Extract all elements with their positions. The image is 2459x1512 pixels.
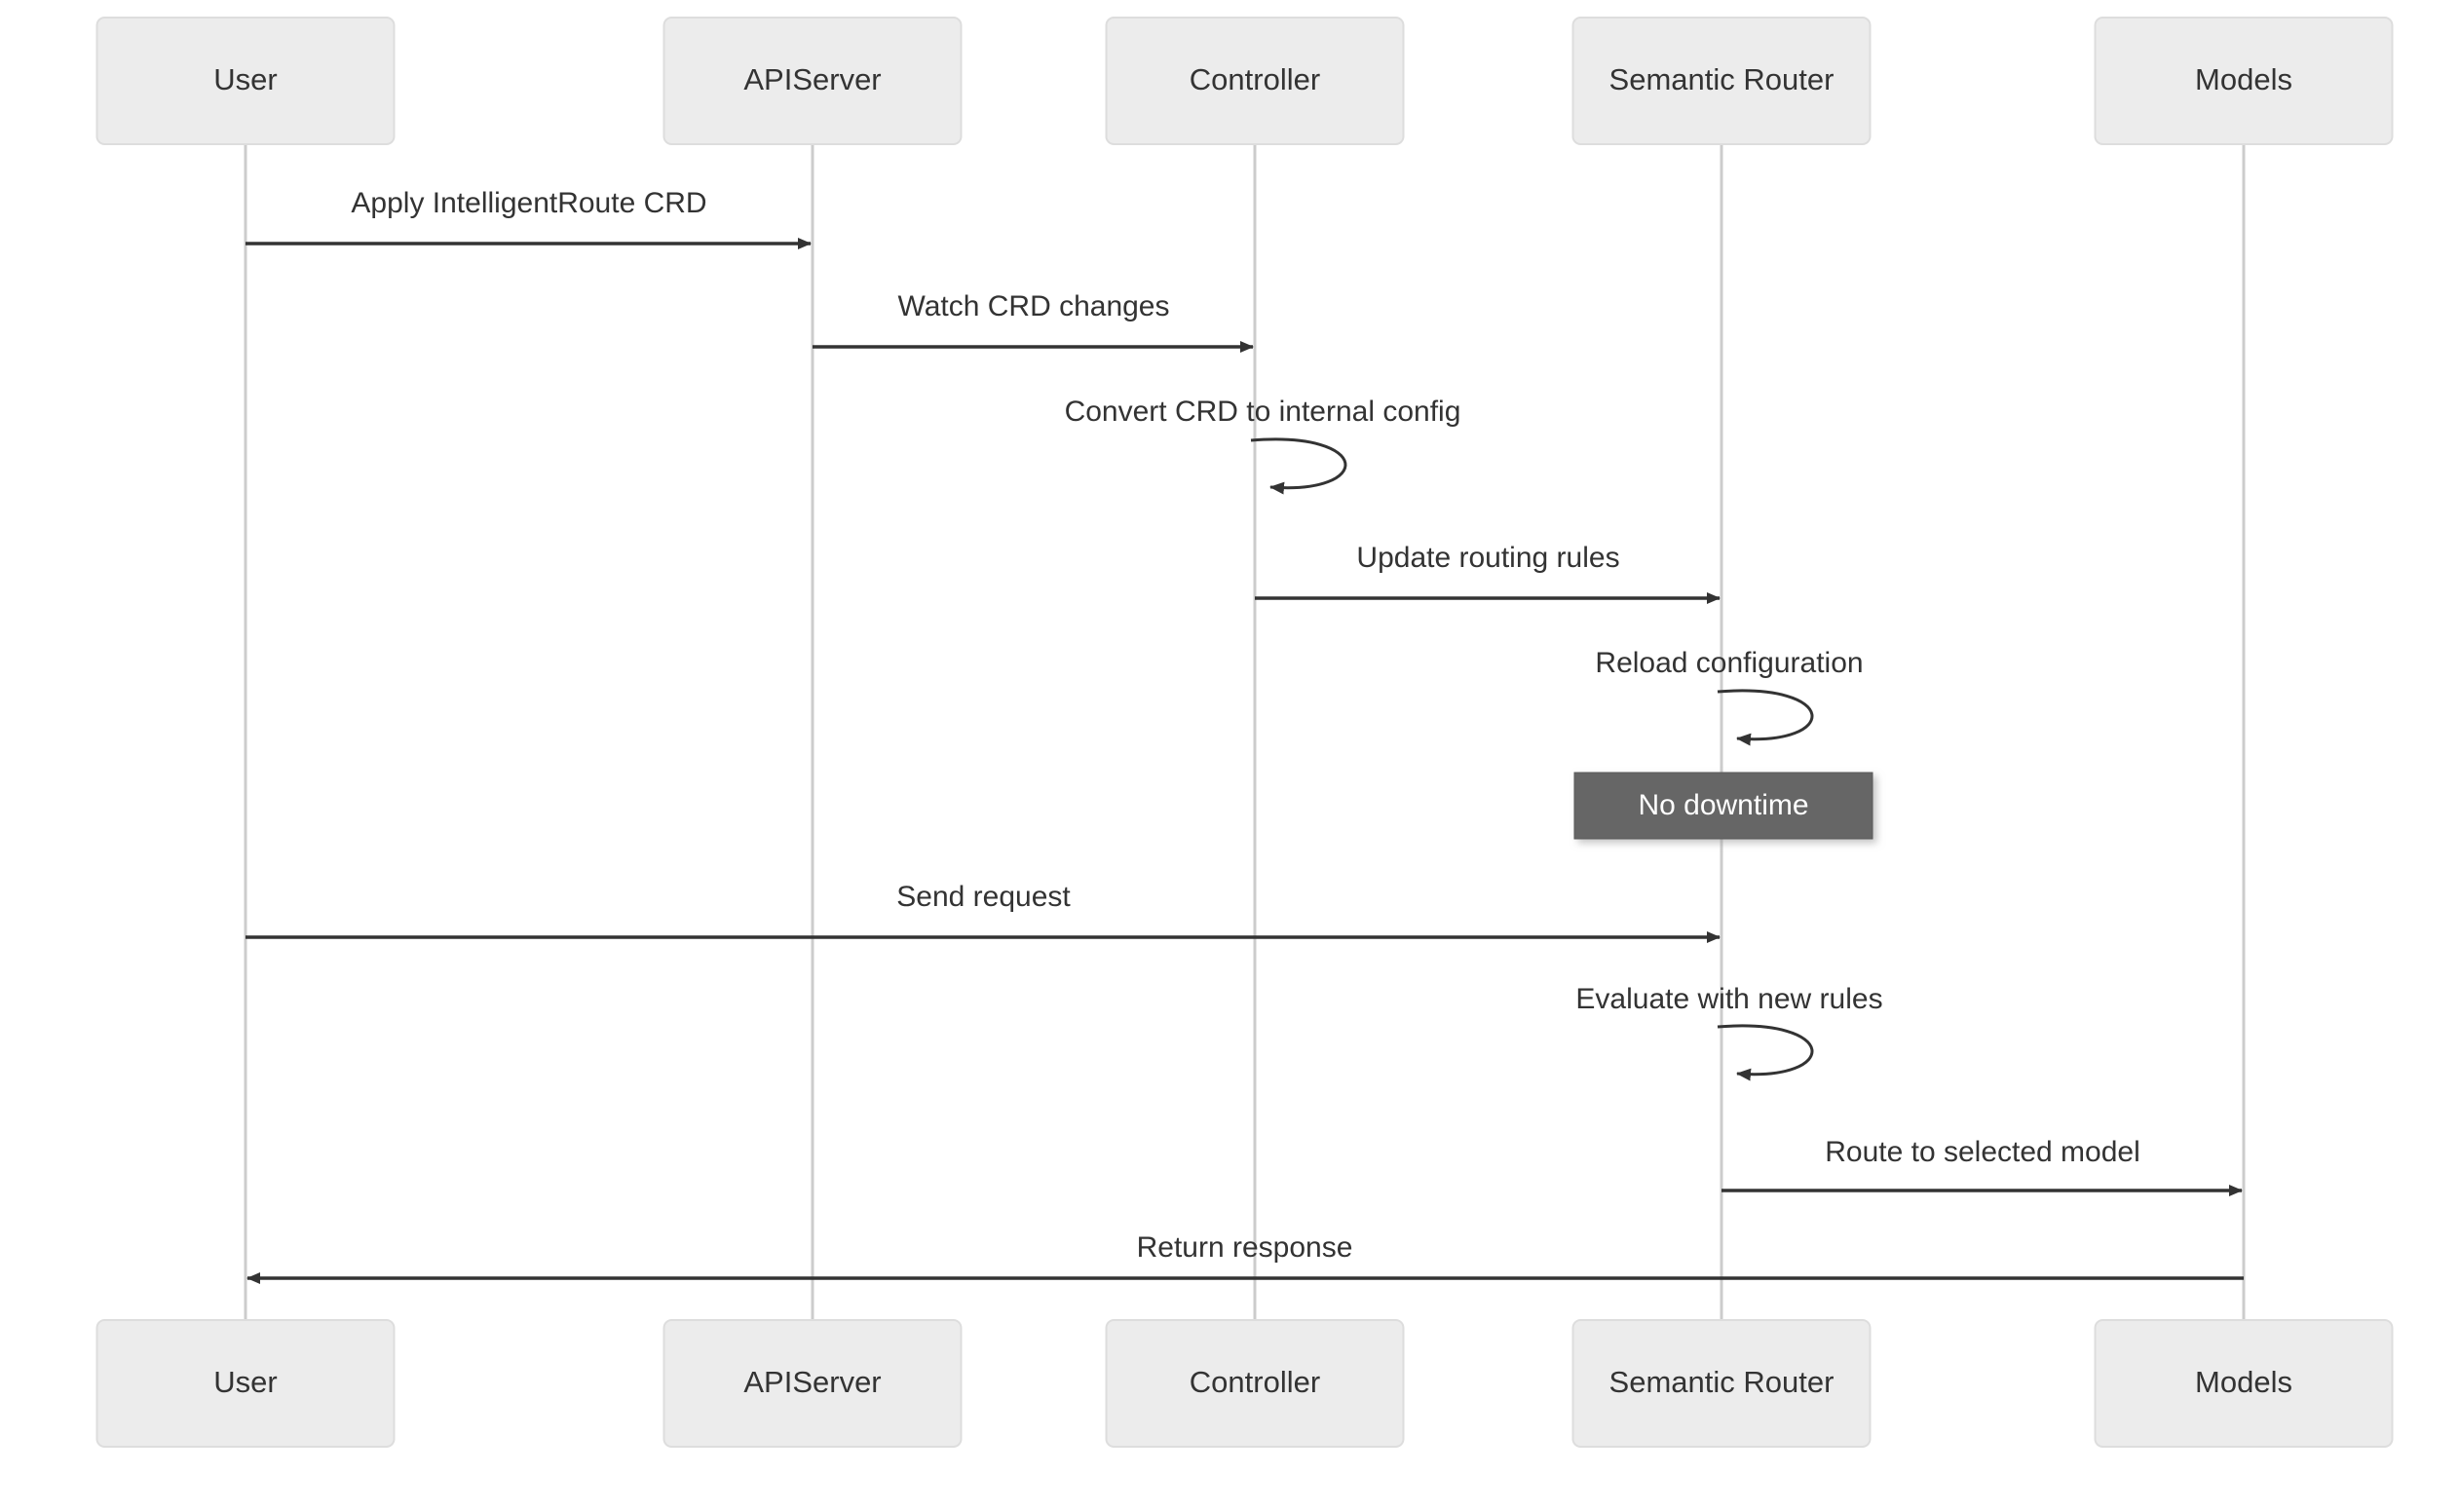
actor-label-router: Semantic Router (1609, 1365, 1835, 1399)
message-1-right[interactable]: Apply IntelligentRoute CRD (246, 187, 812, 249)
actor-box-bottom-router[interactable]: Semantic Router (1571, 1319, 1872, 1448)
message-3-self[interactable]: Convert CRD to internal config (1065, 396, 1461, 495)
actor-box-top-apiserver[interactable]: APIServer (662, 17, 963, 145)
self-loop-path (1250, 437, 1347, 495)
message-7-self[interactable]: Evaluate with new rules (1575, 983, 1883, 1081)
message-label: Apply IntelligentRoute CRD (351, 187, 706, 219)
notes-layer: No downtime (1573, 772, 1873, 840)
actor-label-user: User (213, 62, 277, 96)
self-loop-path (1717, 689, 1814, 746)
actor-label-user: User (213, 1365, 277, 1399)
message-label: Update routing rules (1356, 542, 1619, 574)
actor-box-top-controller[interactable]: Controller (1105, 17, 1405, 145)
actor-label-controller: Controller (1190, 62, 1320, 96)
message-label: Return response (1137, 1231, 1353, 1264)
actor-label-apiserver: APIServer (743, 1365, 881, 1399)
actor-label-controller: Controller (1190, 1365, 1320, 1399)
message-label: Send request (896, 881, 1071, 913)
actor-box-rect (2094, 17, 2394, 145)
actor-box-top-router[interactable]: Semantic Router (1571, 17, 1872, 145)
actor-box-bottom-apiserver[interactable]: APIServer (662, 1319, 963, 1448)
message-label: Reload configuration (1595, 647, 1863, 679)
note-no-downtime[interactable]: No downtime (1573, 772, 1873, 840)
actor-box-rect (95, 17, 396, 145)
actor-box-rect (1105, 1319, 1405, 1448)
actor-label-models: Models (2195, 1365, 2292, 1399)
actors-layer: UserUserAPIServerAPIServerControllerCont… (95, 17, 2394, 1448)
message-label: Watch CRD changes (898, 290, 1170, 322)
message-4-right[interactable]: Update routing rules (1255, 542, 1721, 604)
message-9-left[interactable]: Return response (246, 1231, 2244, 1284)
actor-box-rect (1105, 17, 1405, 145)
actor-box-top-user[interactable]: User (95, 17, 396, 145)
message-2-right[interactable]: Watch CRD changes (813, 290, 1254, 353)
actor-box-rect (95, 1319, 396, 1448)
message-6-right[interactable]: Send request (246, 881, 1721, 943)
actor-label-router: Semantic Router (1609, 62, 1835, 96)
actor-box-rect (662, 17, 963, 145)
actor-label-models: Models (2195, 62, 2292, 96)
message-label: Route to selected model (1825, 1136, 2140, 1168)
messages-layer: Apply IntelligentRoute CRD Watch CRD chan… (246, 187, 2244, 1284)
note-label: No downtime (1638, 789, 1808, 821)
actor-box-rect (662, 1319, 963, 1448)
actor-box-rect (1571, 1319, 1872, 1448)
message-label: Evaluate with new rules (1575, 983, 1882, 1015)
actor-label-apiserver: APIServer (743, 62, 881, 96)
actor-box-rect (2094, 1319, 2394, 1448)
actor-box-bottom-controller[interactable]: Controller (1105, 1319, 1405, 1448)
message-8-right[interactable]: Route to selected model (1721, 1136, 2243, 1196)
message-label: Convert CRD to internal config (1065, 396, 1461, 428)
lifelines-layer (244, 144, 2246, 1320)
note-rect (1573, 772, 1873, 840)
self-loop-path (1717, 1024, 1814, 1081)
actor-box-bottom-user[interactable]: User (95, 1319, 396, 1448)
message-5-self[interactable]: Reload configuration (1595, 647, 1864, 746)
actor-box-top-models[interactable]: Models (2094, 17, 2394, 145)
actor-box-bottom-models[interactable]: Models (2094, 1319, 2394, 1448)
actor-box-rect (1571, 17, 1872, 145)
